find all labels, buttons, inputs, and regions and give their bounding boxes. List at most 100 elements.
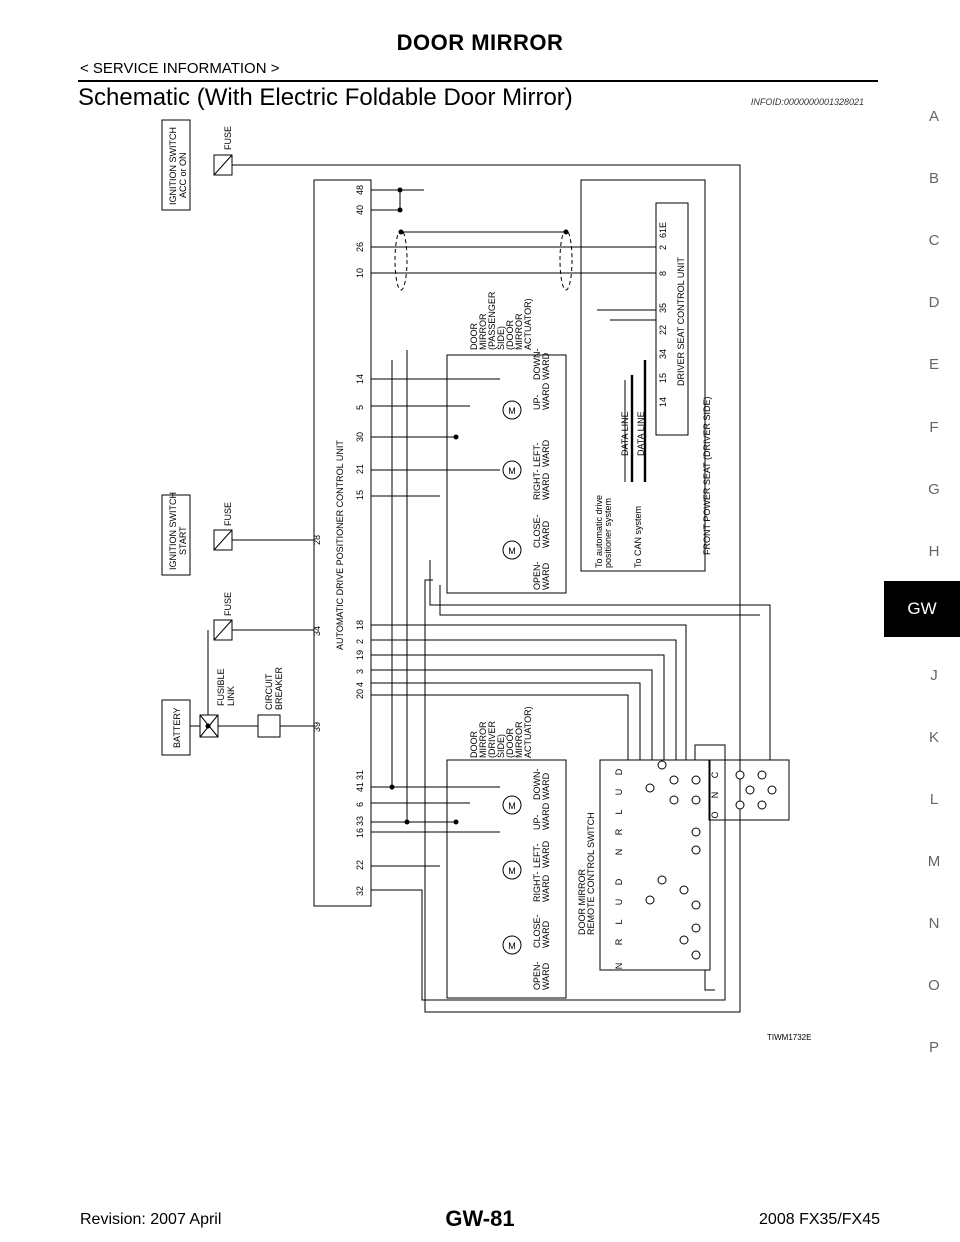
adp-pin-3: 3 xyxy=(355,669,365,674)
pass-open-ward: WARD xyxy=(541,562,551,590)
motor-m-1: M xyxy=(508,406,516,416)
mirror-drv-l4: SIDE) xyxy=(496,734,506,758)
mirror-driver-enclosure xyxy=(446,759,567,999)
pass-open-label: OPEN- xyxy=(532,561,542,590)
circuit-breaker-label-1: CIRCUIT xyxy=(264,673,274,710)
side-index-g[interactable]: G xyxy=(928,481,940,498)
side-index-gw-active[interactable]: GW xyxy=(884,581,960,637)
side-index-p[interactable]: P xyxy=(928,1039,939,1056)
footer-page-number: GW-81 xyxy=(445,1206,515,1231)
switch-letter-r1: R xyxy=(614,938,624,945)
mirror-drv-l3: (DRIVER xyxy=(487,720,497,758)
switch-letter-n: N xyxy=(710,792,720,799)
ign-start-label-1: IGNITION SWITCH xyxy=(168,492,178,570)
switch-letter-l1: L xyxy=(614,919,624,924)
dscu-pin-61e: 61E xyxy=(658,222,668,238)
ign-acc-label-2: ACC or ON xyxy=(178,152,188,198)
circuit-breaker-label-2: BREAKER xyxy=(274,666,284,710)
remote-switch-label-1: DOOR MIRROR xyxy=(577,869,587,935)
dscu-pin-22: 22 xyxy=(658,325,668,335)
side-index-c[interactable]: C xyxy=(928,232,940,249)
adp-pin-6: 6 xyxy=(355,802,365,807)
dscu-pin-8: 8 xyxy=(658,271,668,276)
dscu-box xyxy=(655,202,689,436)
mirror-drv-l6: MIRROR xyxy=(514,721,524,758)
ign-start-box xyxy=(161,494,191,576)
motor-m-6: M xyxy=(508,941,516,951)
side-index-h[interactable]: H xyxy=(928,543,940,560)
drv-down-ward: WARD xyxy=(541,772,551,800)
mirror-pass-l4: SIDE) xyxy=(496,326,506,350)
adp-pin-39: 39 xyxy=(312,722,322,732)
front-power-seat-box xyxy=(580,179,706,572)
figure-id: TIWM1732E xyxy=(767,1033,812,1042)
side-index-d[interactable]: D xyxy=(928,294,940,311)
motor-m-4: M xyxy=(508,801,516,811)
adp-pin-4: 4 xyxy=(355,682,365,687)
motor-updown-passenger-icon xyxy=(502,400,522,420)
pass-down-label: DOWN- xyxy=(532,349,542,381)
dscu-pin-34: 34 xyxy=(658,349,668,359)
ign-acc-box xyxy=(161,119,191,211)
mirror-drv-l5: (DOOR xyxy=(505,728,515,758)
side-index-n[interactable]: N xyxy=(928,915,940,932)
pass-close-ward: WARD xyxy=(541,520,551,548)
page-title: DOOR MIRROR xyxy=(396,30,564,55)
switch-letter-c: C xyxy=(710,771,720,778)
switch-letter-d2: D xyxy=(614,768,624,775)
auto-drive-label-1: To automatic drive xyxy=(594,495,604,568)
dscu-pin-15: 15 xyxy=(658,373,668,383)
switch-letter-n2: N xyxy=(614,849,624,856)
adp-pin-48: 48 xyxy=(355,185,365,195)
adp-pin-31: 31 xyxy=(355,770,365,780)
adp-pin-32: 32 xyxy=(355,886,365,896)
side-index-a[interactable]: A xyxy=(928,108,939,125)
side-index-b[interactable]: B xyxy=(928,170,939,187)
drv-down-label: DOWN- xyxy=(532,769,542,801)
adp-pin-41: 41 xyxy=(355,782,365,792)
side-index-f[interactable]: F xyxy=(929,419,939,436)
mirror-passenger-enclosure xyxy=(446,354,567,594)
dscu-pin-14: 14 xyxy=(658,397,668,407)
info-id: INFOID:0000000001328021 xyxy=(750,97,864,107)
ign-start-label-2: START xyxy=(178,526,188,555)
breadcrumb: < SERVICE INFORMATION > xyxy=(80,60,280,77)
data-line-label-1: DATA LINE xyxy=(620,411,630,456)
adp-pin-40: 40 xyxy=(355,205,365,215)
pass-left-label: LEFT- xyxy=(532,442,542,467)
mirror-pass-l3: (PASSENGER xyxy=(487,291,497,350)
drv-right-ward: WARD xyxy=(541,874,551,902)
adp-pin-5: 5 xyxy=(355,405,365,410)
fusible-link-label-1: FUSIBLE xyxy=(216,668,226,706)
motor-leftright-driver-icon xyxy=(502,860,522,880)
side-index-o[interactable]: O xyxy=(928,977,940,994)
battery-box xyxy=(161,699,191,756)
switch-letter-d1: D xyxy=(614,878,624,885)
pass-up-label: UP- xyxy=(532,394,542,410)
adp-control-unit-box xyxy=(313,179,372,907)
side-index-j[interactable]: J xyxy=(930,667,938,684)
side-index-m[interactable]: M xyxy=(927,853,941,870)
pass-close-label: CLOSE- xyxy=(532,514,542,548)
side-index-k[interactable]: K xyxy=(928,729,939,746)
drv-open-label: OPEN- xyxy=(532,961,542,990)
adp-pin-19: 19 xyxy=(355,650,365,660)
drv-left-label: LEFT- xyxy=(532,843,542,868)
remote-switch-grid xyxy=(599,759,711,971)
drv-close-ward: WARD xyxy=(541,920,551,948)
mirror-drv-l2: MIRROR xyxy=(478,721,488,758)
side-index-l[interactable]: L xyxy=(929,791,939,808)
switch-letter-r2: R xyxy=(614,828,624,835)
adp-pin-26: 26 xyxy=(355,242,365,252)
adp-pin-18: 18 xyxy=(355,620,365,630)
switch-letter-u2: U xyxy=(614,789,624,796)
adp-pin-34: 34 xyxy=(312,626,322,636)
motor-m-2: M xyxy=(508,466,516,476)
fuse-start-label: FUSE xyxy=(223,502,233,526)
drv-left-ward: WARD xyxy=(541,840,551,868)
adp-pin-22: 22 xyxy=(355,860,365,870)
ign-acc-label-1: IGNITION SWITCH xyxy=(168,127,178,205)
adp-pin-14: 14 xyxy=(355,374,365,384)
side-index-e[interactable]: E xyxy=(928,356,939,373)
pass-up-ward: WARD xyxy=(541,382,551,410)
